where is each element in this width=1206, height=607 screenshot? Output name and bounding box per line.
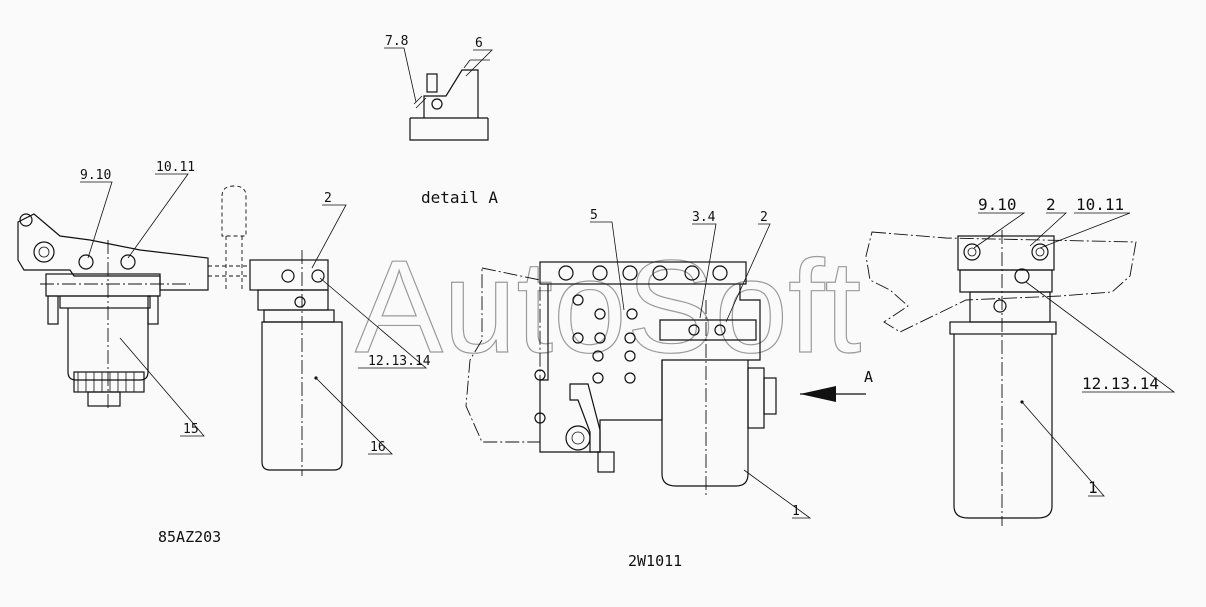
- filter-1-assembly: [865, 212, 1176, 526]
- engine-assembly: [465, 221, 866, 519]
- callout-1-center: 1: [792, 504, 800, 519]
- view-arrow-label: A: [864, 368, 873, 386]
- detail-a-title: detail A: [421, 188, 498, 207]
- callout-7-8: 7.8: [385, 34, 408, 49]
- callout-2-right: 2: [1046, 195, 1056, 214]
- drawing-code-center: 2W1011: [628, 552, 682, 570]
- callout-3-4: 3.4: [692, 210, 716, 225]
- callout-10-11-left: 10.11: [156, 160, 195, 175]
- callout-12-13-14-left: 12.13.14: [368, 354, 431, 369]
- filter-15-assembly: [17, 173, 209, 437]
- callout-12-13-14-right: 12.13.14: [1082, 374, 1159, 393]
- callout-2-center: 2: [760, 210, 768, 225]
- watermark-text: AutoSoft: [355, 233, 861, 380]
- callout-15: 15: [183, 422, 199, 437]
- drawing-code-left: 85AZ203: [158, 528, 221, 546]
- callout-10-11-right: 10.11: [1076, 195, 1124, 214]
- callout-9-10-left: 9.10: [80, 168, 111, 183]
- callout-16: 16: [370, 440, 386, 455]
- callout-5: 5: [590, 208, 598, 223]
- callout-6: 6: [475, 36, 483, 51]
- filter-16-assembly: [208, 185, 428, 476]
- callout-1-right: 1: [1088, 478, 1098, 497]
- detail-a-drawing: [384, 47, 493, 141]
- callout-2-left: 2: [324, 191, 332, 206]
- callout-9-10-right: 9.10: [978, 195, 1017, 214]
